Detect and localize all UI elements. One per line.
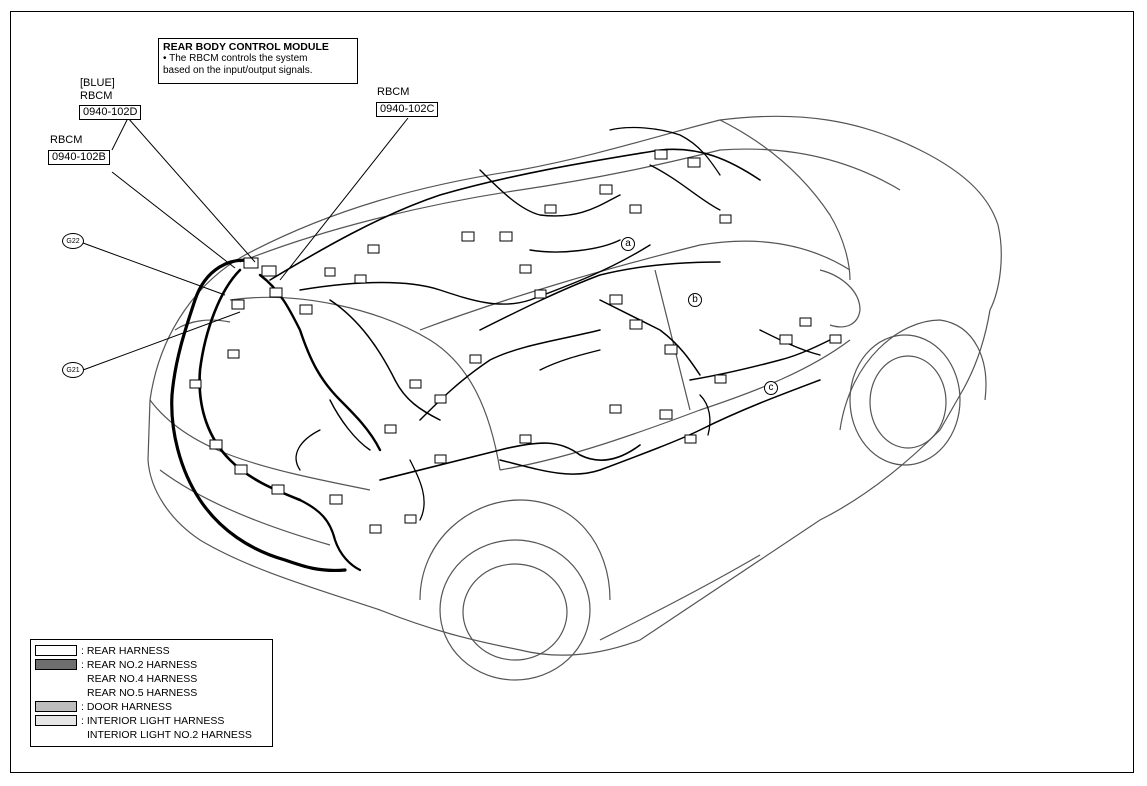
legend-label-interior: : INTERIOR LIGHT HARNESS (81, 715, 225, 727)
legend-label-interior-no2: INTERIOR LIGHT NO.2 HARNESS (87, 729, 252, 741)
connector-d-code: 0940-102D (79, 105, 142, 120)
note-line-1: • The RBCM controls the system (163, 53, 308, 64)
connector-c-code: 0940-102C (376, 102, 439, 117)
rbcm-description-note: REAR BODY CONTROL MODULE • The RBCM cont… (158, 38, 358, 84)
note-line-2: based on the input/output signals. (163, 65, 313, 76)
legend-label-door: : DOOR HARNESS (81, 701, 173, 713)
connector-b-name: RBCM (50, 134, 83, 146)
legend-swatch-rear-no2 (35, 659, 77, 670)
diagram-frame (10, 11, 1134, 773)
leader-lines (82, 117, 409, 371)
ground-g21: G21 (62, 362, 84, 378)
car-body-outline (147, 115, 1002, 681)
ground-g22: G22 (62, 233, 84, 249)
ref-marker-a: a (621, 237, 635, 251)
legend-label-rear: : REAR HARNESS (81, 645, 170, 657)
legend-label-rear-no2: : REAR NO.2 HARNESS (81, 659, 198, 671)
connector-d-name: RBCM (80, 90, 113, 102)
note-title: REAR BODY CONTROL MODULE (163, 41, 329, 53)
wire-harness-runs (170, 126, 841, 573)
connector-b-code: 0940-102B (48, 150, 110, 165)
legend-swatch-door (35, 701, 77, 712)
connector-blocks (189, 149, 842, 534)
legend-swatch-interior (35, 715, 77, 726)
ref-marker-b: b (688, 293, 702, 307)
legend-label-rear-no4: REAR NO.4 HARNESS (87, 673, 198, 685)
connector-d-color: [BLUE] (80, 77, 115, 89)
legend-swatch-rear (35, 645, 77, 656)
ref-marker-c: c (764, 381, 778, 395)
harness-legend: : REAR HARNESS : REAR NO.2 HARNESS REAR … (30, 639, 273, 747)
connector-c-name: RBCM (377, 86, 410, 98)
legend-label-rear-no5: REAR NO.5 HARNESS (87, 687, 198, 699)
